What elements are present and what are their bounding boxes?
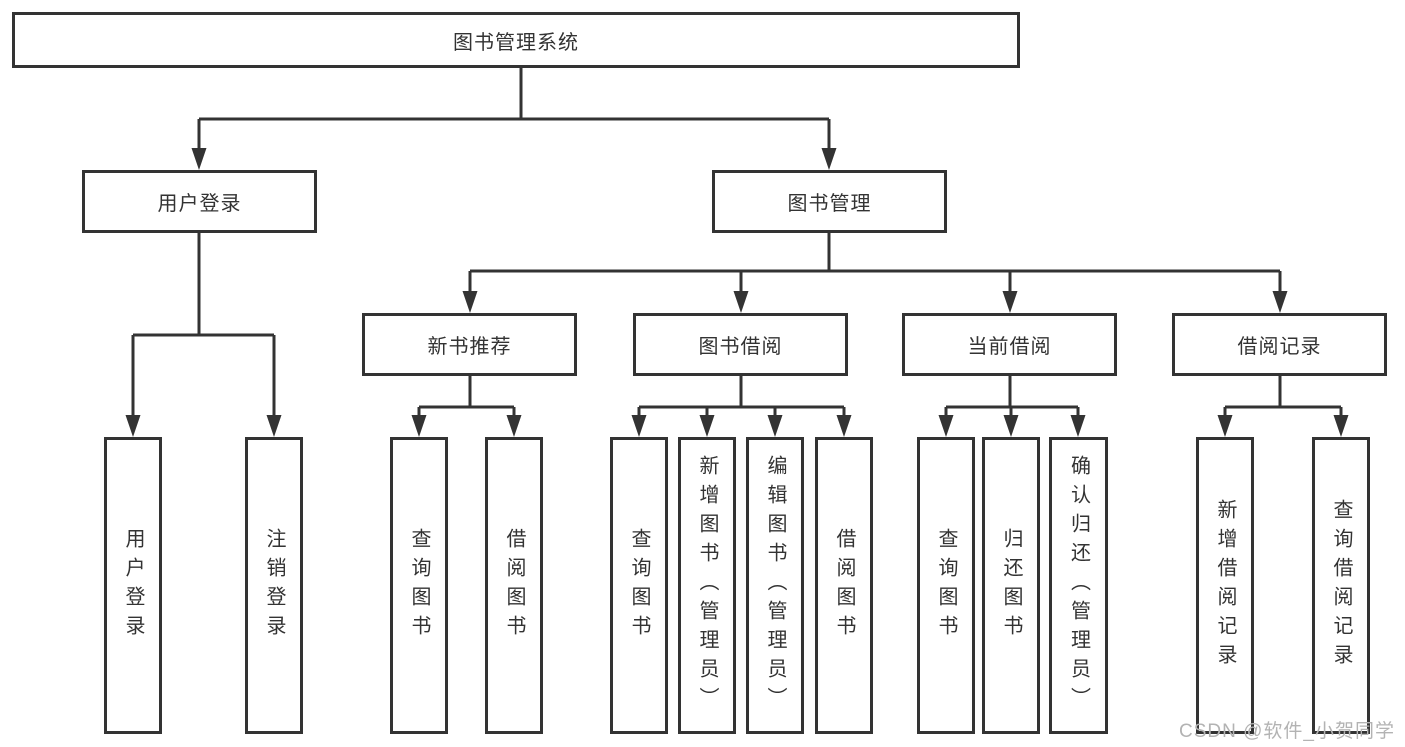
arrow-down-icons: [125, 148, 1349, 437]
node-label: 借阅图书: [833, 527, 855, 644]
node-new-book-recommend: 新书推荐: [362, 313, 577, 376]
node-leaf-query-books-2: 查询图书: [610, 437, 668, 734]
node-label: 图书管理: [787, 193, 872, 215]
node-leaf-query-books-3: 查询图书: [917, 437, 975, 734]
node-leaf-query-borrow-record: 查询借阅记录: [1312, 437, 1370, 734]
node-label: 用户登录: [157, 193, 242, 215]
node-book-management: 图书管理: [712, 170, 947, 233]
node-leaf-user-login: 用户登录: [104, 437, 162, 734]
node-label: 确认归还（管理员）: [1067, 455, 1090, 716]
node-label: 查询图书: [935, 527, 957, 644]
node-label: 新书推荐: [427, 336, 512, 358]
node-current-borrowing: 当前借阅: [902, 313, 1117, 376]
node-label: 借阅记录: [1237, 336, 1322, 358]
node-leaf-borrow-books-2: 借阅图书: [815, 437, 873, 734]
node-label: 用户登录: [122, 527, 144, 644]
node-label: 借阅图书: [503, 527, 525, 644]
csdn-watermark: CSDN @软件_小贺同学: [1179, 721, 1395, 742]
node-leaf-confirm-return-admin: 确认归还（管理员）: [1049, 437, 1108, 734]
node-leaf-borrow-books-1: 借阅图书: [485, 437, 543, 734]
node-user-login: 用户登录: [82, 170, 317, 233]
node-label: 查询图书: [408, 527, 430, 644]
node-root: 图书管理系统: [12, 12, 1020, 68]
node-label: 当前借阅: [967, 336, 1052, 358]
node-label: 图书管理系统: [453, 31, 579, 54]
node-label: 图书借阅: [698, 336, 783, 358]
node-label: 新增图书（管理员）: [696, 455, 718, 716]
node-leaf-add-borrow-record: 新增借阅记录: [1196, 437, 1254, 734]
node-label: 编辑图书（管理员）: [764, 455, 786, 716]
node-label: 注销登录: [263, 527, 285, 644]
node-leaf-add-books-admin: 新增图书（管理员）: [678, 437, 736, 734]
connector-lines: [131, 68, 1343, 419]
node-label: 归还图书: [1000, 527, 1022, 644]
node-leaf-logout: 注销登录: [245, 437, 303, 734]
node-leaf-query-books-1: 查询图书: [390, 437, 448, 734]
node-book-borrowing: 图书借阅: [633, 313, 848, 376]
node-leaf-edit-books-admin: 编辑图书（管理员）: [746, 437, 804, 734]
node-label: 新增借阅记录: [1214, 498, 1236, 673]
node-label: 查询图书: [628, 527, 650, 644]
node-label: 查询借阅记录: [1330, 498, 1352, 673]
node-borrowing-records: 借阅记录: [1172, 313, 1387, 376]
node-leaf-return-books: 归还图书: [982, 437, 1040, 734]
